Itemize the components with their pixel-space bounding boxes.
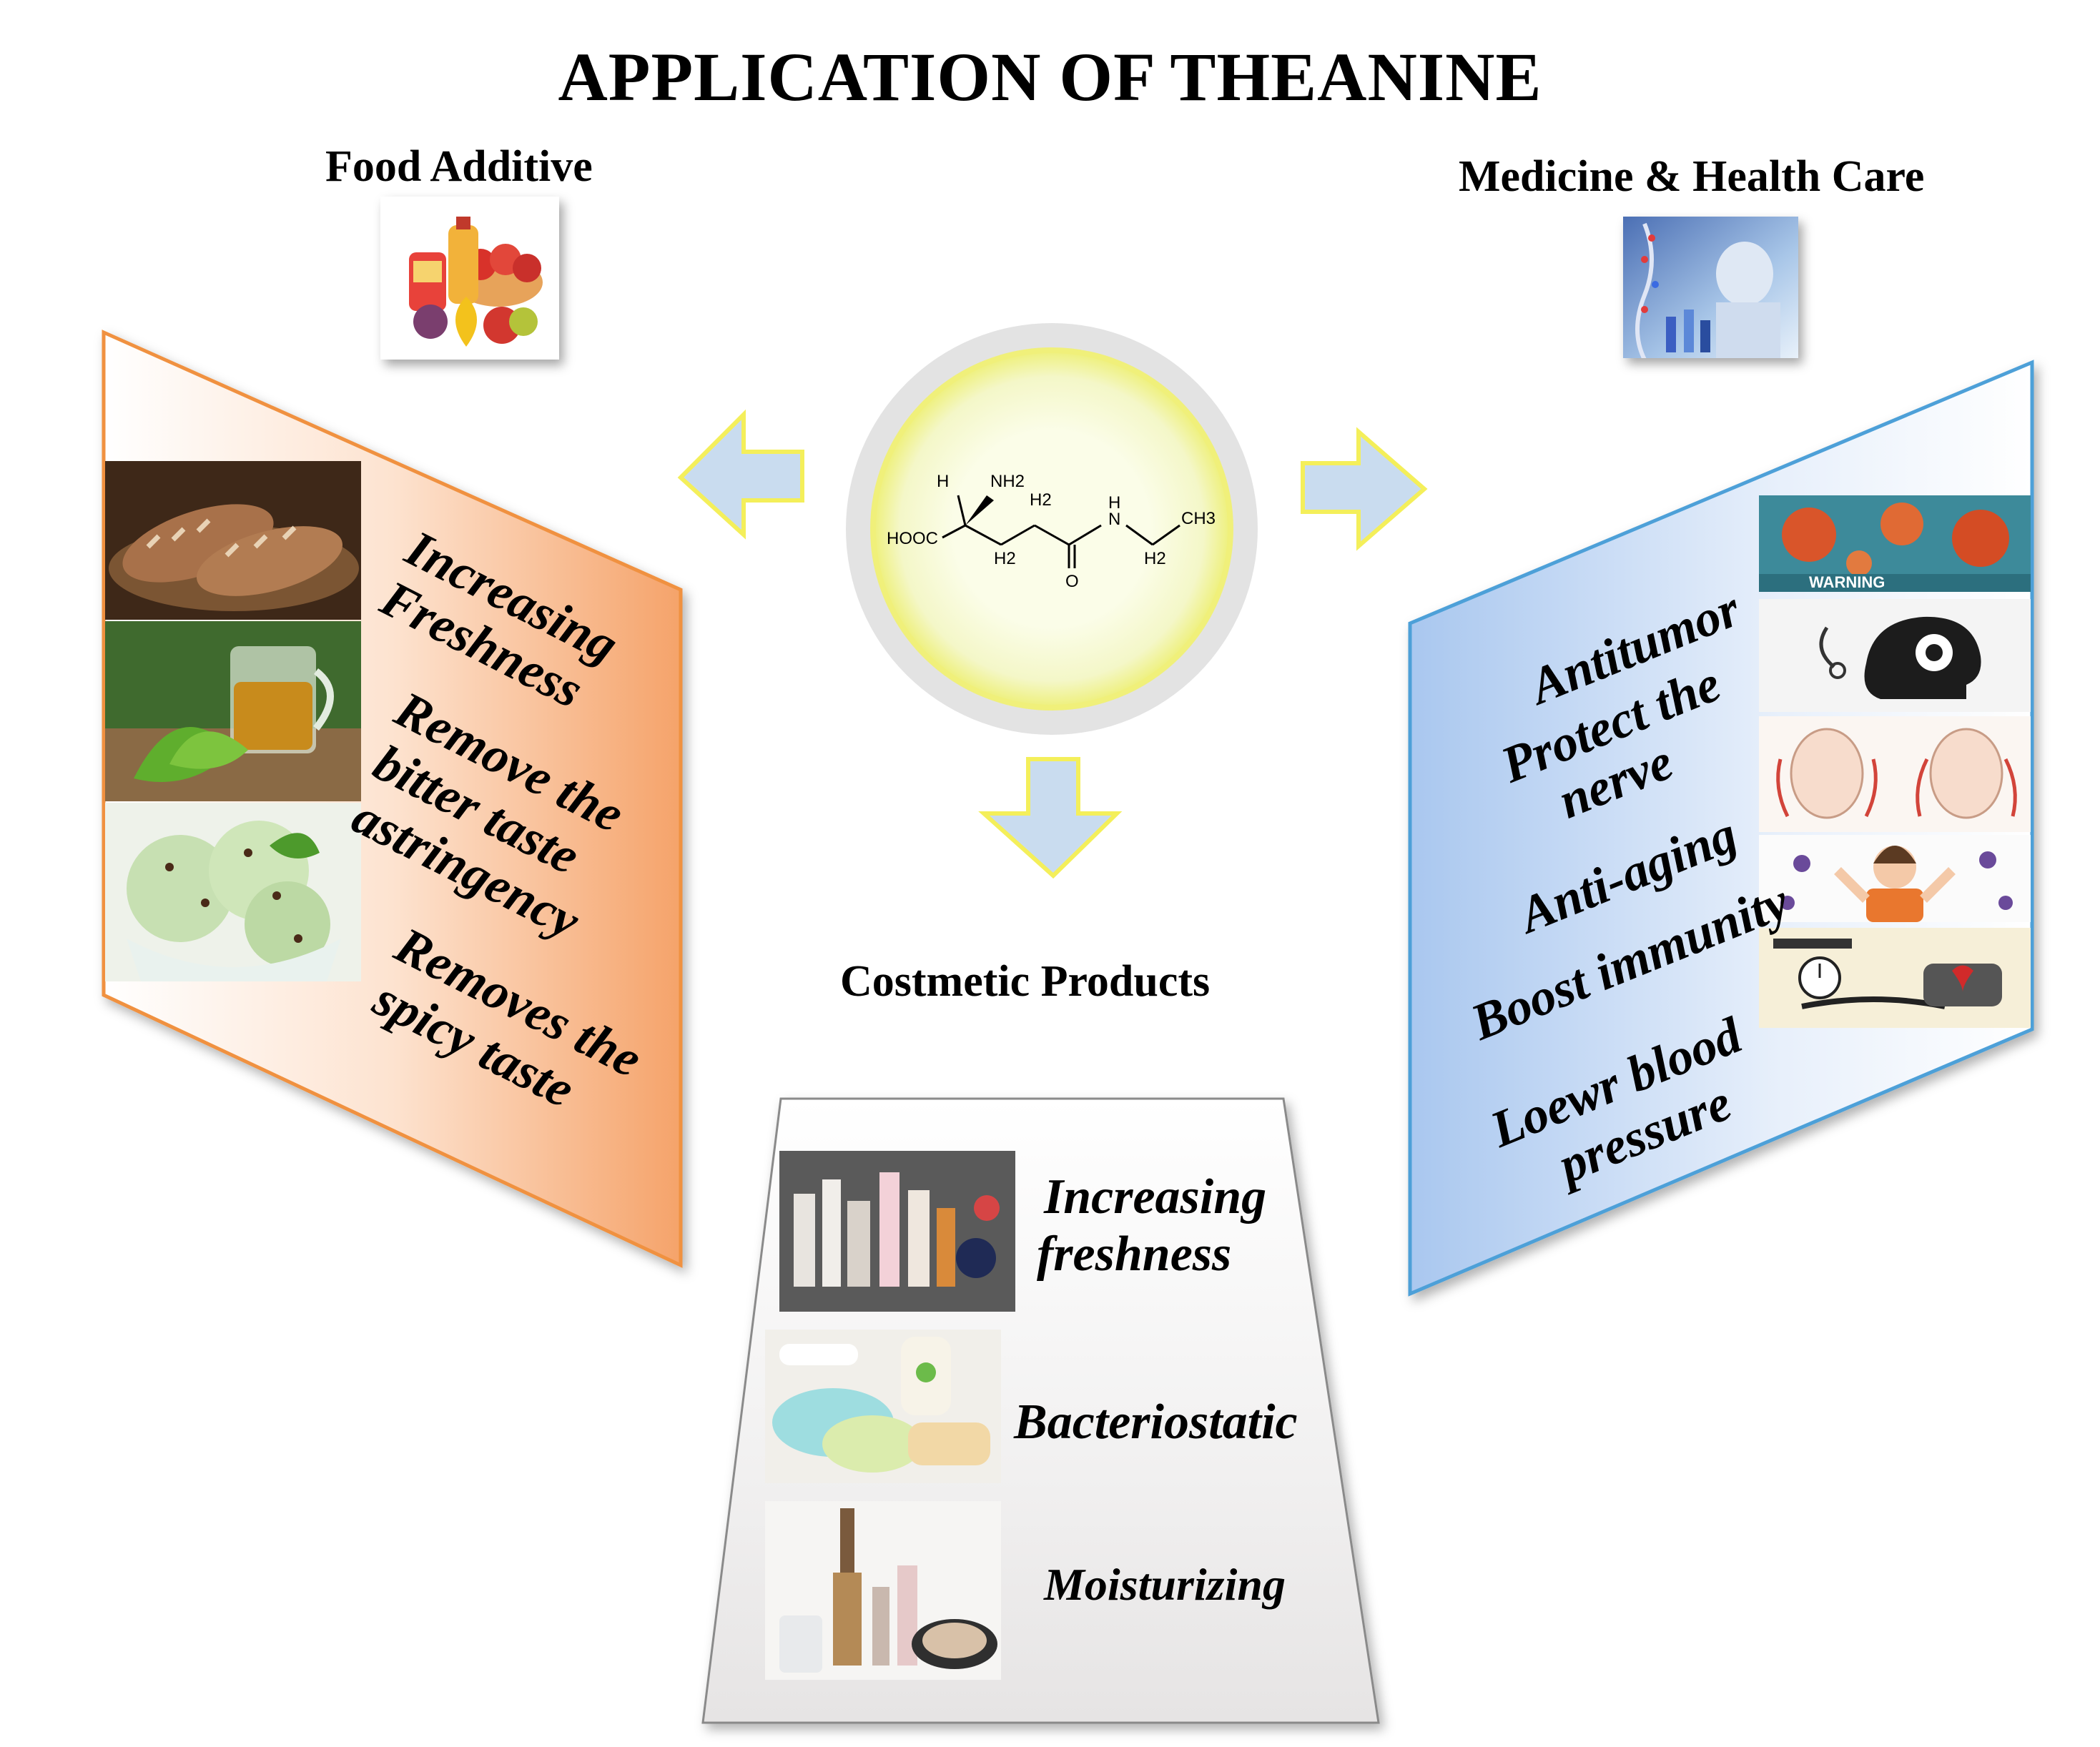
ice-cream-photo [105,803,361,981]
mol-h2-b: H2 [994,549,1016,568]
cosmetic-item-3: Bacteriostatic [1014,1395,1298,1450]
tea-photo [105,621,361,801]
mol-n: N [1108,510,1121,529]
soap-photo [765,1330,1001,1483]
virus-warning-photo: WARNING [1759,495,2031,592]
theanine-structure [942,495,1180,568]
warning-label: WARNING [1809,573,1885,591]
lab-research-icon [1623,217,1798,361]
mol-hooc: HOOC [887,529,938,548]
makeup-photo [765,1501,1001,1680]
blood-pressure-photo [1759,928,2031,1028]
mol-ch3: CH3 [1181,509,1216,528]
molecule-circle-inner [870,347,1233,711]
mol-o: O [1065,572,1079,591]
fruit-basket-icon [380,197,559,360]
page-title: APPLICATION OF THEANINE [558,39,1542,115]
cosmetic-item-2: freshness [1037,1227,1232,1282]
arrow-down [978,757,1123,879]
mol-h2-a: H2 [1030,490,1052,510]
nerve-brain-photo [1759,599,2031,712]
medicine-panel [1408,360,2034,1297]
mol-h-n: H [1108,493,1121,513]
arrow-right [1301,427,1428,551]
food-heading: Food Additive [325,142,593,191]
immunity-photo [1759,835,2031,922]
mol-h2-c: H2 [1144,549,1166,568]
cosmetic-heading: Costmetic Products [840,957,1211,1006]
medicine-heading: Medicine & Health Care [1459,152,1925,201]
bread-photo [105,461,361,620]
mol-nh2: NH2 [990,472,1025,491]
cosmetic-item-1: Increasing [1044,1169,1267,1224]
wedge-bond [965,495,994,525]
mol-h-top: H [937,472,950,491]
anti-aging-face-photo [1759,716,2031,832]
cosmetics-collection-photo [779,1151,1015,1312]
arrow-left [677,409,804,540]
cosmetic-item-4: Moisturizing [1044,1559,1286,1610]
